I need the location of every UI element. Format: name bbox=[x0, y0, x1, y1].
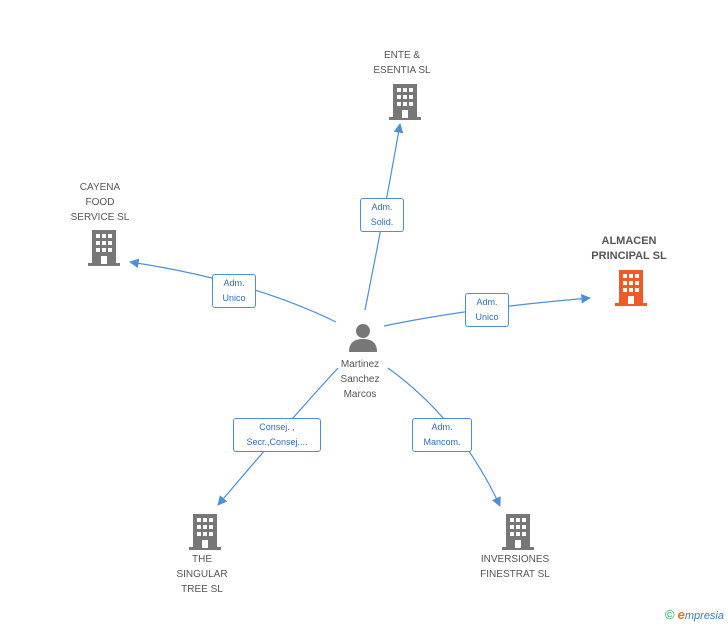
company-name: ALMACEN PRINCIPAL SL bbox=[591, 235, 667, 262]
brand-footer: © empresia bbox=[665, 607, 724, 622]
edge-label-ente[interactable]: Adm. Solid. bbox=[360, 198, 404, 232]
company-name: THE SINGULAR TREE SL bbox=[176, 554, 228, 595]
building-icon bbox=[88, 230, 120, 266]
person-name: Martinez Sanchez Marcos bbox=[340, 359, 380, 400]
building-icon bbox=[615, 270, 647, 306]
person-icon bbox=[349, 324, 377, 352]
building-icon bbox=[189, 514, 221, 550]
edge-label-almacen[interactable]: Adm. Unico bbox=[465, 293, 509, 327]
brand-logo-initial: e bbox=[677, 607, 685, 622]
company-name: INVERSIONES FINESTRAT SL bbox=[480, 554, 550, 580]
edge-label-inversiones[interactable]: Adm. Mancom. bbox=[412, 418, 472, 452]
building-icon bbox=[502, 514, 534, 550]
copyright-symbol: © bbox=[664, 607, 675, 622]
building-icon bbox=[389, 84, 421, 120]
edge-label-cayena[interactable]: Adm. Unico bbox=[212, 274, 256, 308]
company-name: ENTE & ESENTIA SL bbox=[373, 50, 431, 76]
company-name: CAYENA FOOD SERVICE SL bbox=[70, 182, 130, 223]
edge-label-singular[interactable]: Consej. , Secr.,Consej.... bbox=[233, 418, 321, 452]
brand-name: mpresia bbox=[684, 610, 724, 622]
